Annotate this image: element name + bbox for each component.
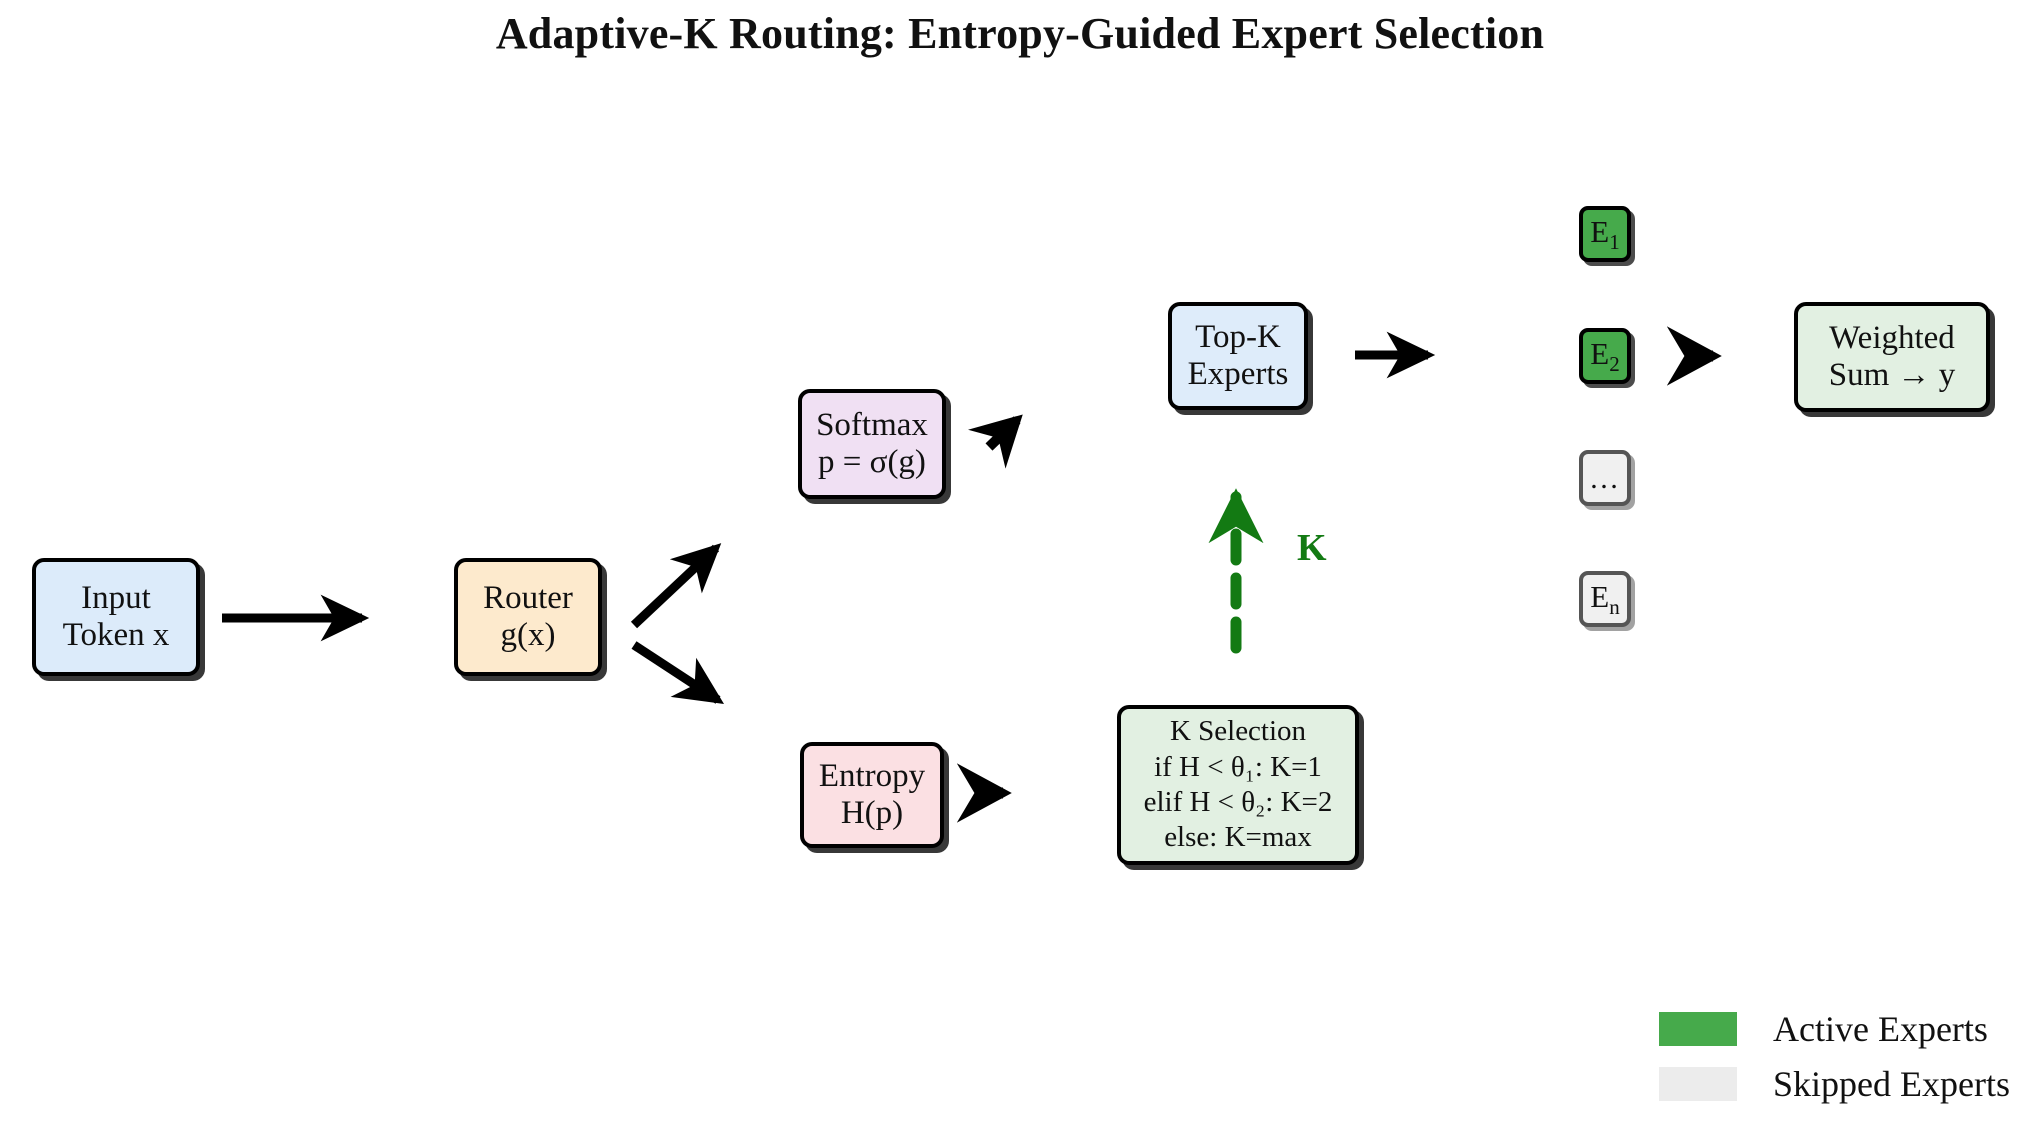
arrow-router-to-softmax: [630, 543, 722, 629]
expert-chip-en[interactable]: En: [1579, 571, 1631, 627]
node-topk-line1: Top-K: [1195, 319, 1281, 356]
node-topk-line2: Experts: [1187, 356, 1289, 392]
node-weighted-line2: Sum → y: [1828, 357, 1956, 393]
node-weighted-sum[interactable]: Weighted Sum → y: [1794, 302, 1990, 412]
expert-chip-ellipsis[interactable]: …: [1579, 450, 1631, 506]
node-kselect-line4: else: K=max: [1164, 821, 1312, 854]
node-entropy[interactable]: Entropy H(p): [800, 742, 944, 848]
legend-swatch-active: [1659, 1012, 1737, 1046]
legend-label-active: Active Experts: [1773, 1009, 1988, 1049]
node-router[interactable]: Router g(x): [454, 558, 602, 676]
node-softmax-line2: p = σ(g): [818, 444, 926, 480]
k-arrow-label: K: [1297, 527, 1327, 569]
arrow-router-to-entropy: [631, 641, 725, 704]
legend-label-skipped: Skipped Experts: [1773, 1064, 2010, 1104]
node-router-line2: g(x): [500, 617, 556, 653]
legend-item-active: Active Experts: [1659, 1008, 1988, 1050]
expert-label-en: En: [1590, 579, 1620, 620]
node-input-line2: Token x: [62, 617, 170, 653]
node-weighted-line1: Weighted: [1829, 320, 1955, 357]
legend-item-skipped: Skipped Experts: [1659, 1063, 2010, 1105]
arrow-softmax-to-topk: [968, 414, 1023, 469]
node-input-line1: Input: [81, 580, 151, 617]
page-title: Adaptive-K Routing: Entropy-Guided Exper…: [495, 9, 1545, 58]
node-kselect-line2: if H < θ₁: K=1: [1154, 750, 1322, 783]
node-kselect-line1: K Selection: [1169, 715, 1307, 748]
node-softmax-line1: Softmax: [816, 407, 928, 444]
node-router-line1: Router: [483, 580, 573, 617]
node-input-token[interactable]: Input Token x: [32, 558, 200, 676]
expert-chip-e1[interactable]: E1: [1579, 206, 1631, 262]
node-entropy-line1: Entropy: [818, 758, 926, 795]
node-kselect-line3: elif H < θ₂: K=2: [1143, 786, 1333, 818]
expert-chip-e2[interactable]: E2: [1579, 328, 1631, 384]
expert-label-ellipsis: …: [1589, 461, 1621, 495]
node-entropy-line2: H(p): [840, 795, 904, 831]
expert-label-e1: E1: [1590, 214, 1620, 255]
node-softmax[interactable]: Softmax p = σ(g): [798, 389, 946, 499]
expert-label-e2: E2: [1590, 336, 1620, 377]
node-k-selection[interactable]: K Selection if H < θ₁: K=1 elif H < θ₂: …: [1117, 705, 1359, 865]
legend-swatch-skipped: [1659, 1067, 1737, 1101]
node-topk-experts[interactable]: Top-K Experts: [1168, 302, 1308, 410]
